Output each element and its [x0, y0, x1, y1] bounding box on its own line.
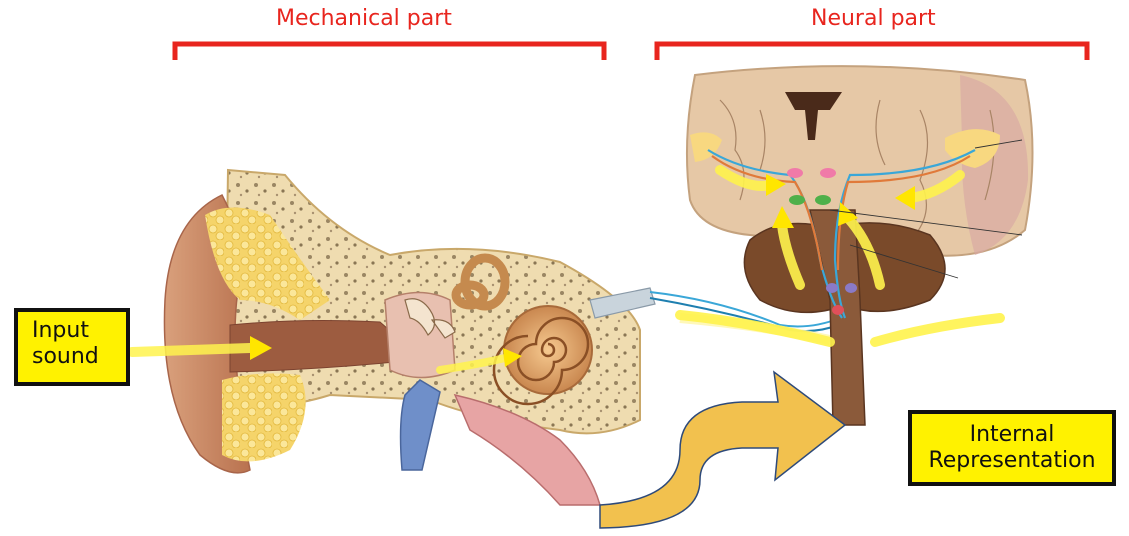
mechanical-bracket [175, 44, 604, 60]
brain-illustration [680, 66, 1033, 425]
neural-part-label: Neural part [811, 6, 936, 31]
eustachian-tube [401, 380, 440, 470]
internal-representation-box: Internal Representation [908, 410, 1116, 486]
internal-representation-line2: Representation [912, 448, 1112, 474]
neural-bracket [657, 44, 1087, 60]
ear-illustration [132, 170, 655, 505]
brainstem [810, 210, 865, 425]
input-sound-line1: Input [32, 318, 126, 344]
internal-representation-line1: Internal [912, 422, 1112, 448]
input-sound-box: Input sound [14, 308, 130, 386]
fat-layer-lower [222, 373, 306, 461]
input-sound-line2: sound [32, 344, 126, 370]
mechanical-part-label: Mechanical part [276, 6, 452, 31]
